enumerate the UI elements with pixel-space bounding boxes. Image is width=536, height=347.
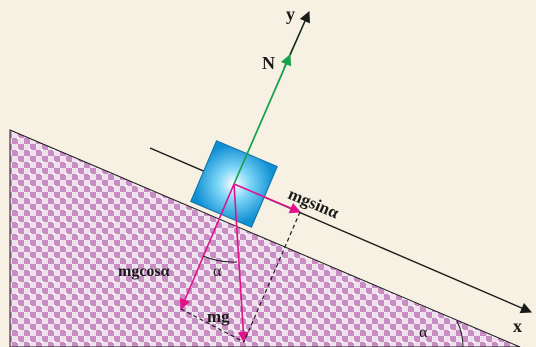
normal-force-label: N	[262, 53, 275, 73]
perpendicular-component-label: mgcosα	[118, 263, 170, 280]
angle-label-base: α	[419, 324, 428, 341]
angle-arc-block	[202, 255, 238, 263]
x-axis-label: x	[513, 316, 522, 336]
weight-arrow	[233, 183, 249, 344]
projection-dash-bottom	[180, 308, 245, 343]
incline-wedge	[9, 129, 521, 347]
projection-dash-right	[243, 211, 301, 343]
angle-arc-base	[456, 320, 464, 347]
angle-label-block: α	[213, 263, 222, 280]
weight-label: mg	[207, 307, 230, 326]
normal-force-arrow	[233, 53, 292, 185]
parallel-component-arrow	[233, 183, 302, 214]
y-axis-label: y	[286, 4, 295, 24]
parallel-component-label: mgsinα	[285, 184, 342, 222]
perpendicular-component-arrow	[179, 183, 235, 311]
